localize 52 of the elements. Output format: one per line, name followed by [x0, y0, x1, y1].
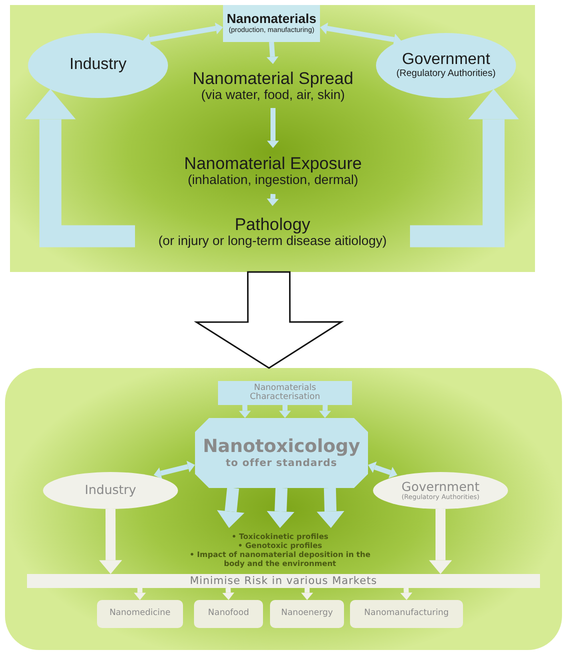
subtitle: to offer standards: [226, 458, 338, 470]
characterisation-box: [218, 381, 352, 405]
arrow: [142, 22, 223, 46]
heading: Government: [402, 50, 490, 69]
top-panel: [10, 5, 535, 272]
arrow: [301, 588, 314, 600]
arrow: [279, 405, 291, 418]
label: Nanomedicine: [109, 609, 171, 619]
arrow: [238, 404, 251, 418]
label: Nanoenergy: [281, 609, 333, 619]
arrow: [267, 108, 279, 148]
heading: Nanomaterials Characterisation: [248, 384, 322, 402]
arrow: [216, 487, 244, 528]
arrow: [400, 588, 412, 600]
market-box: [97, 600, 183, 628]
stage-title: Nanomaterial Exposure: [184, 154, 362, 174]
market-box: [194, 600, 263, 628]
stage-title: Pathology: [234, 214, 310, 234]
source-box: [223, 5, 320, 42]
arrow: [410, 88, 519, 248]
market-box: [270, 600, 344, 628]
arrow: [266, 194, 279, 206]
arrow: [99, 508, 122, 574]
arrow: [222, 588, 234, 600]
market-box: [350, 600, 463, 628]
label: Nanofood: [208, 609, 249, 619]
label: Nanomanufacturing: [364, 609, 449, 619]
arrow: [319, 404, 332, 418]
heading: Government: [402, 480, 480, 494]
arrow: [134, 588, 146, 600]
arrow: [266, 42, 278, 64]
stage-title: Nanomaterial Spread: [192, 68, 354, 88]
arrow: [316, 488, 344, 528]
octagon-shape: [195, 418, 368, 488]
heading: Nanotoxicology: [202, 436, 360, 458]
stage-detail: (or injury or long-term disease aitiology): [158, 234, 387, 250]
block-arrow: [194, 271, 344, 369]
arrow: [429, 509, 452, 574]
stage-detail: (via water, food, air, skin): [201, 88, 345, 104]
heading: Minimise Risk in various Markets: [190, 574, 378, 588]
arrow: [320, 22, 402, 46]
arrow: [368, 462, 398, 478]
heading: Industry: [84, 483, 136, 498]
heading: Industry: [70, 56, 126, 75]
subtitle: (Regulatory Authorities): [396, 69, 496, 80]
banner-bar: [27, 574, 540, 588]
arrow: [25, 88, 135, 248]
arrow: [266, 488, 294, 528]
heading: Nanomaterials: [226, 12, 316, 26]
stage-detail: (inhalation, ingestion, dermal): [188, 173, 358, 188]
arrow: [154, 460, 195, 480]
bottom-panel: [5, 368, 562, 650]
